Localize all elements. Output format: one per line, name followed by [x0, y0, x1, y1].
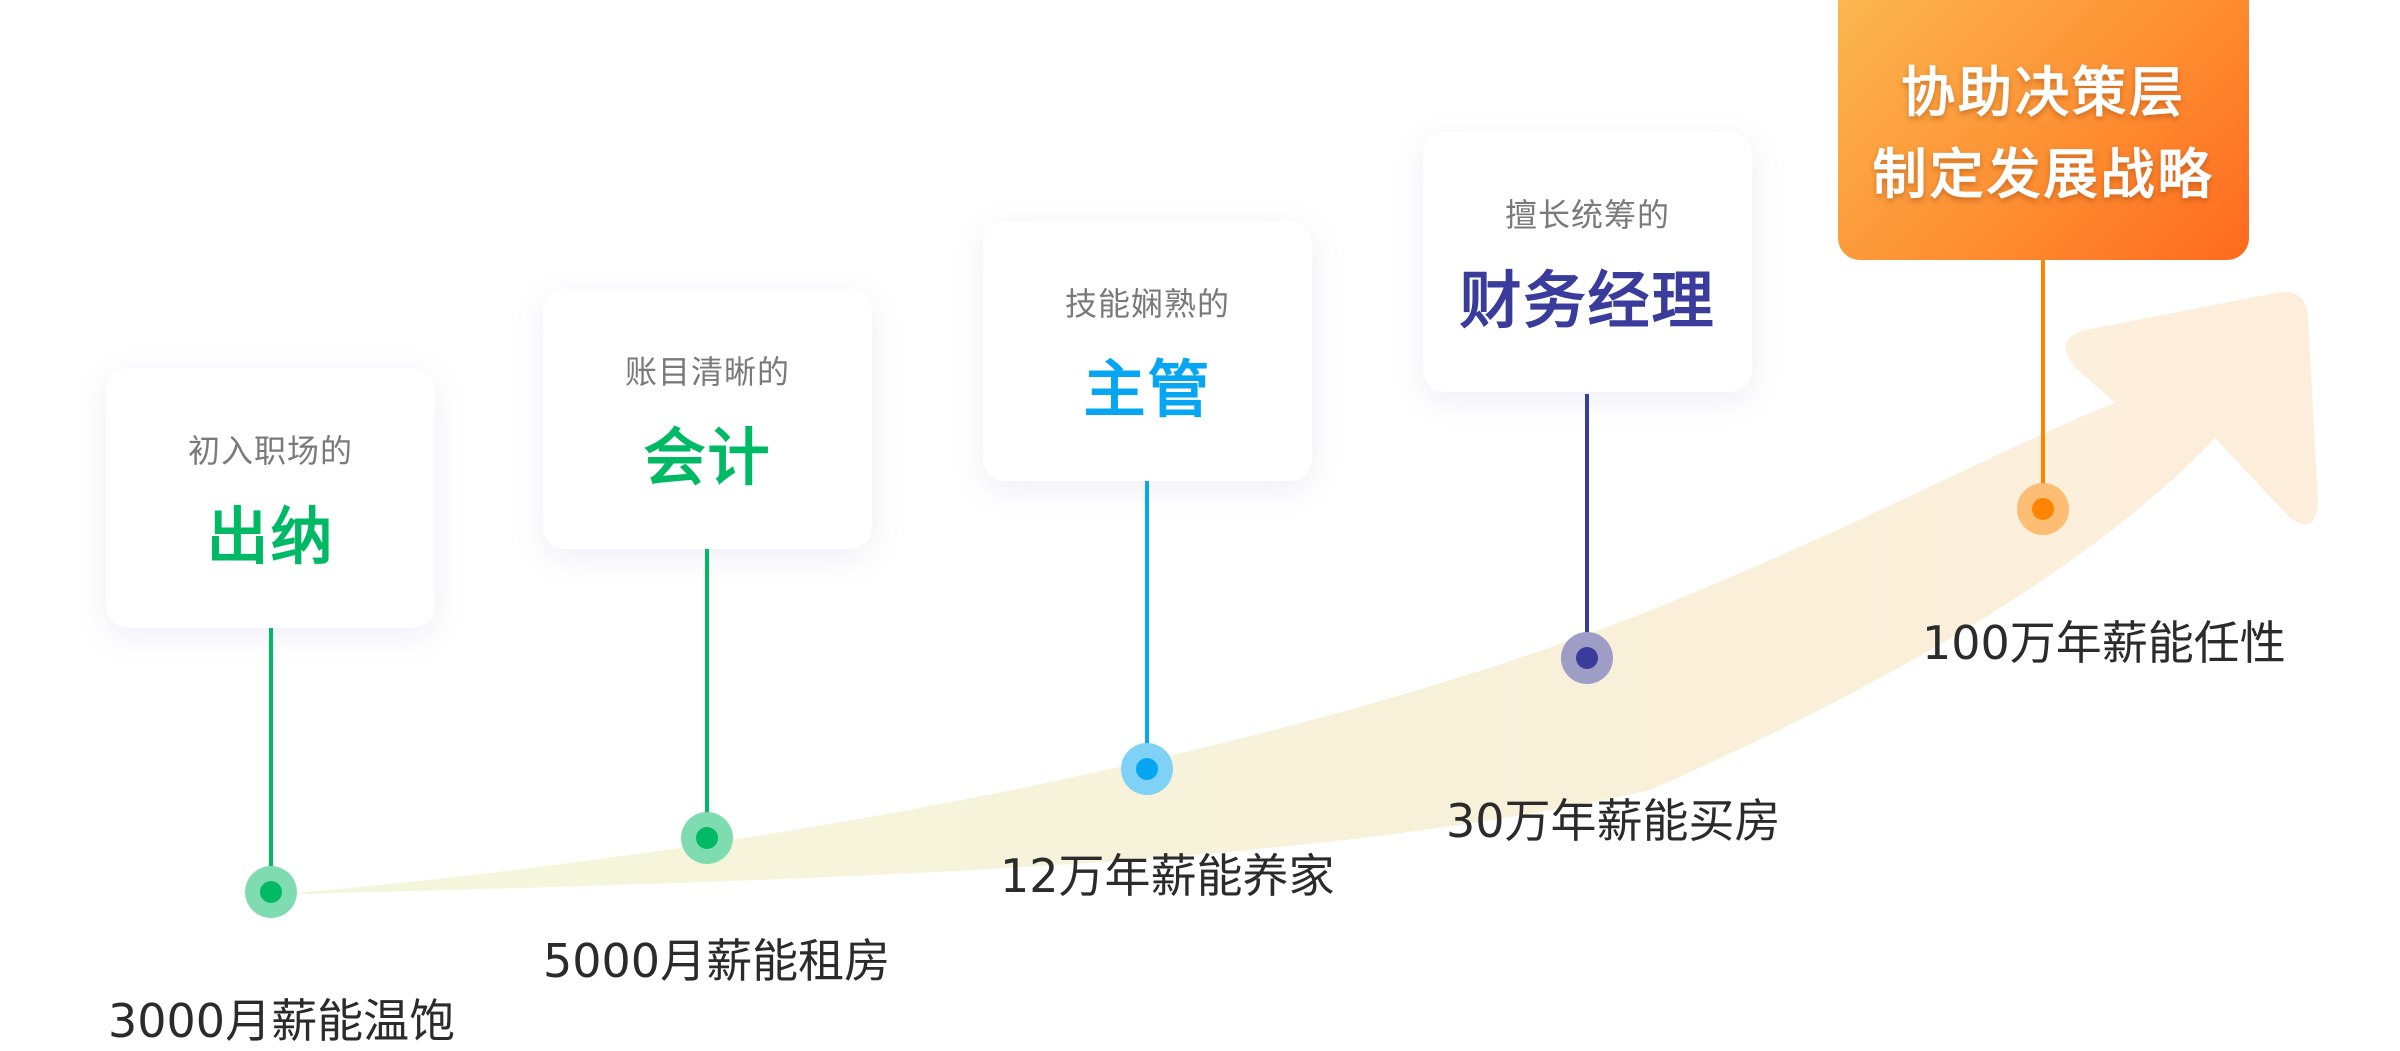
stage-salary-label: 5000月薪能租房	[543, 934, 891, 988]
stage-salary-label: 3000月薪能温饱	[108, 994, 456, 1048]
stage-card-finance-manager: 擅长统筹的 财务经理	[1423, 132, 1752, 392]
stage-title: 出纳	[206, 500, 335, 573]
stage-title: 财务经理	[1459, 264, 1716, 337]
stage-title: 会计	[643, 421, 772, 494]
stage-salary-label: 30万年薪能买房	[1446, 794, 1781, 848]
stage-marker-dot	[1121, 743, 1173, 795]
stage-card-strategy: 协助决策层 制定发展战略	[1838, 0, 2249, 260]
stage-subtitle: 擅长统筹的	[1504, 196, 1670, 234]
stage-title-line-2: 制定发展战略	[1872, 143, 2215, 206]
stage-marker-dot	[245, 866, 297, 918]
stage-title: 协助决策层 制定发展战略	[1838, 52, 2249, 216]
stage-salary-label: 100万年薪能任性	[1922, 616, 2286, 670]
stage-subtitle: 技能娴熟的	[1064, 285, 1230, 323]
stage-marker-dot	[2017, 483, 2069, 535]
stage-title: 主管	[1083, 353, 1212, 426]
stage-connector-line	[1585, 394, 1589, 658]
stage-card-accountant: 账目清晰的 会计	[543, 289, 872, 549]
stage-connector-line	[1145, 481, 1149, 769]
stage-marker-dot	[681, 812, 733, 864]
stage-connector-line	[2041, 260, 2045, 509]
stage-connector-line	[269, 628, 273, 892]
stage-subtitle: 初入职场的	[187, 432, 353, 470]
growth-arrow-body	[270, 291, 2318, 896]
stage-card-supervisor: 技能娴熟的 主管	[983, 221, 1312, 481]
stage-subtitle: 账目清晰的	[624, 353, 790, 391]
stage-title-line-1: 协助决策层	[1901, 61, 2186, 124]
stage-marker-dot	[1561, 632, 1613, 684]
stage-connector-line	[705, 549, 709, 838]
stage-salary-label: 12万年薪能养家	[1000, 849, 1335, 903]
stage-card-cashier: 初入职场的 出纳	[106, 368, 435, 628]
